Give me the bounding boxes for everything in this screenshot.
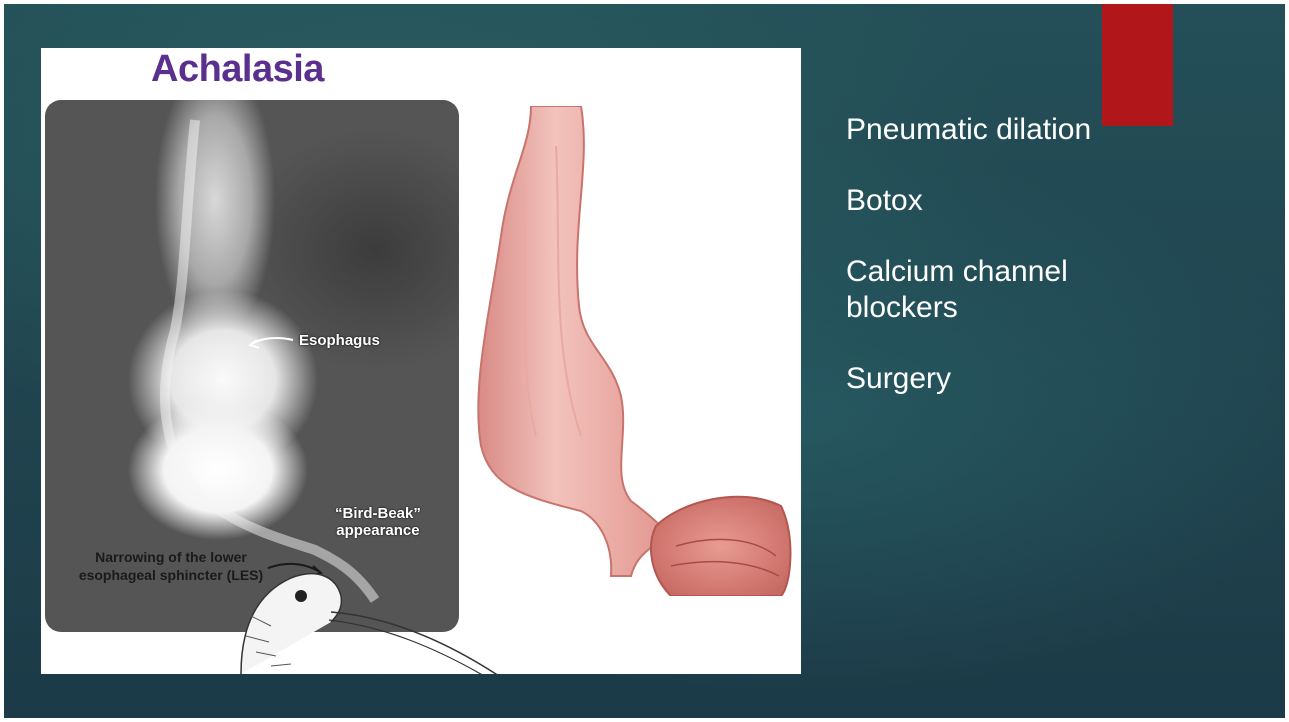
label-bird-beak-line1: “Bird-Beak” bbox=[335, 505, 421, 522]
figure-title: Achalasia bbox=[151, 48, 324, 91]
treatment-list: Pneumatic dilation Botox Calcium channel… bbox=[846, 112, 1266, 432]
label-bird-beak-line2: appearance bbox=[335, 522, 421, 539]
bird-eye bbox=[295, 590, 307, 602]
xray-image: Esophagus “Bird-Beak” appearance Narrowi… bbox=[45, 100, 459, 632]
label-bird-beak: “Bird-Beak” appearance bbox=[335, 505, 421, 539]
treatment-item: Surgery bbox=[846, 361, 1266, 397]
treatment-item: Botox bbox=[846, 183, 1266, 219]
treatment-item: Calcium channel blockers bbox=[846, 254, 1146, 326]
label-esophagus: Esophagus bbox=[299, 332, 380, 349]
achalasia-figure: Achalasia Esophagus “Bird-Beak” appearan… bbox=[41, 48, 801, 674]
esophagus-anatomy-illustration bbox=[461, 106, 801, 596]
bird-sketch-illustration bbox=[231, 556, 521, 674]
treatment-item: Pneumatic dilation bbox=[846, 112, 1266, 148]
accent-tab bbox=[1102, 4, 1173, 126]
slide: Achalasia Esophagus “Bird-Beak” appearan… bbox=[4, 4, 1285, 718]
